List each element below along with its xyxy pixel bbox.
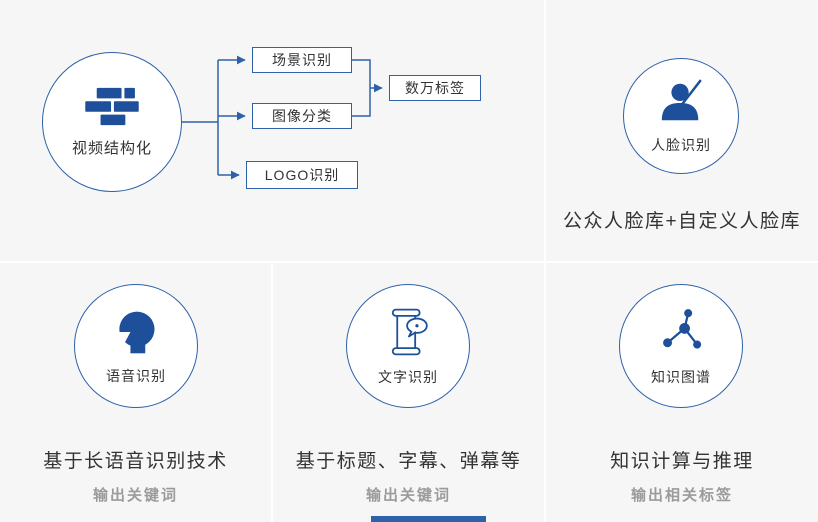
pipeline-connector-arrows [182, 55, 383, 180]
network-graph-icon [655, 306, 707, 358]
text-recognition-label: 文字识别 [378, 368, 438, 385]
bottom-accent-bar [371, 516, 486, 522]
image-classification-box: 图像分类 [252, 103, 352, 129]
scroll-speech-bubble-icon [382, 306, 434, 358]
speech-recognition-label: 语音识别 [106, 367, 166, 384]
face-scan-icon [656, 78, 706, 126]
knowledge-graph-note: 输出相关标签 [630, 487, 733, 504]
panel-face-recognition: 人脸识别 公众人脸库+自定义人脸库 [546, 0, 818, 261]
speech-recognition-circle: 语音识别 [74, 284, 198, 408]
video-structuring-label: 视频结构化 [71, 140, 152, 157]
panel-video-structuring: 视频结构化 场景识别 图像分类 LOGO识别 数万标签 [0, 0, 544, 261]
speech-note: 输出关键词 [92, 487, 178, 504]
speech-caption: 基于长语音识别技术 [43, 451, 228, 472]
video-structuring-circle: 视频结构化 [42, 52, 182, 192]
knowledge-graph-label: 知识图谱 [651, 368, 711, 385]
panel-text-recognition: 文字识别 基于标题、字幕、弹幕等 输出关键词 [273, 263, 544, 522]
knowledge-graph-circle: 知识图谱 [619, 284, 743, 408]
panel-speech-recognition: 语音识别 基于长语音识别技术 输出关键词 [0, 263, 271, 522]
scene-recognition-box: 场景识别 [252, 47, 352, 73]
face-library-caption: 公众人脸库+自定义人脸库 [562, 211, 802, 232]
head-profile-icon [111, 307, 161, 357]
text-recognition-circle: 文字识别 [346, 284, 470, 408]
text-caption: 基于标题、字幕、弹幕等 [295, 451, 522, 472]
face-recognition-label: 人脸识别 [651, 136, 711, 153]
tags-output-box: 数万标签 [389, 75, 481, 101]
video-structure-icon [81, 86, 143, 128]
logo-recognition-box: LOGO识别 [246, 161, 358, 189]
text-note: 输出关键词 [365, 487, 451, 504]
panel-knowledge-graph: 知识图谱 知识计算与推理 输出相关标签 [546, 263, 818, 522]
face-recognition-circle: 人脸识别 [623, 58, 739, 174]
knowledge-graph-caption: 知识计算与推理 [610, 451, 754, 472]
